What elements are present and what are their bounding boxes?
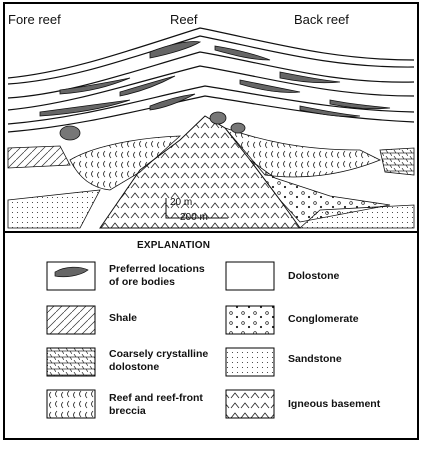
legend-swatch-shale — [46, 305, 96, 335]
legend-label-coarse-dolostone: Coarsely crystalline dolostone — [109, 348, 209, 373]
legend-title: EXPLANATION — [137, 240, 211, 251]
legend-label-shale: Shale — [109, 312, 138, 324]
legend-label-conglomerate: Conglomerate — [288, 313, 359, 325]
legend-swatch-dolostone — [225, 261, 275, 291]
legend-swatch-conglomerate — [225, 305, 275, 335]
figure-border — [3, 2, 419, 440]
legend-label-sandstone: Sandstone — [288, 353, 342, 365]
label-fore-reef: Fore reef — [8, 12, 61, 27]
legend-label-dolostone: Dolostone — [288, 270, 340, 282]
label-reef: Reef — [170, 12, 198, 27]
scale-horizontal: 200 m — [180, 212, 208, 223]
label-back-reef: Back reef — [294, 12, 349, 27]
legend-label-ore: Preferred locations of ore bodies — [109, 263, 205, 288]
legend-swatch-coarse-dolostone — [46, 347, 96, 377]
cross-section — [7, 27, 415, 229]
legend-label-igneous: Igneous basement — [288, 398, 381, 410]
legend-swatches — [46, 261, 275, 419]
legend-swatch-sandstone — [225, 347, 275, 377]
legend-swatch-igneous — [225, 389, 275, 419]
legend-label-breccia: Reef and reef-front breccia — [109, 392, 203, 417]
legend-swatch-breccia — [46, 389, 96, 419]
scale-vertical: 20 m — [170, 197, 193, 208]
